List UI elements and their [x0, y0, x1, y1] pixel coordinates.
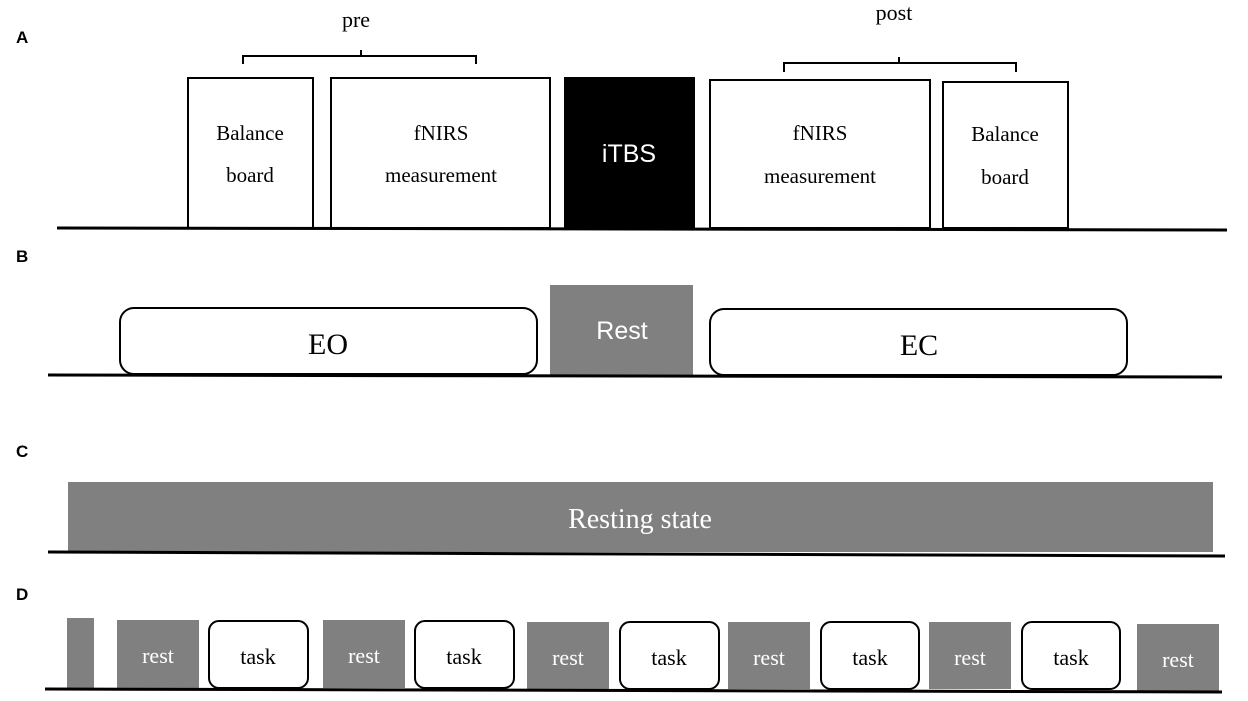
- task-block-3: [619, 621, 720, 690]
- balance-board-post-line1: Balance: [971, 122, 1039, 146]
- initial-rest-bar: [67, 618, 94, 688]
- ec-label: EC: [900, 329, 938, 362]
- balance-board-pre-line1: Balance: [216, 121, 284, 145]
- panel-d-letter: D: [16, 585, 28, 604]
- panel-b-letter: B: [16, 247, 28, 266]
- itbs-box: [564, 77, 695, 229]
- itbs-label: iTBS: [602, 140, 656, 168]
- rest-block-2-label: rest: [348, 643, 380, 668]
- task-block-4: [820, 621, 920, 690]
- balance-board-post-line2: board: [981, 165, 1029, 189]
- fnirs-post-line2: measurement: [764, 164, 876, 188]
- panel-c-letter: C: [16, 442, 28, 461]
- pre-brace: [242, 50, 477, 64]
- panel-a-letter: A: [16, 28, 28, 47]
- fnirs-pre-line2: measurement: [385, 163, 497, 187]
- rest-box-b: [550, 285, 693, 375]
- rest-block-5-label: rest: [954, 645, 986, 670]
- task-block-5-label: task: [1053, 645, 1088, 670]
- task-block-5: [1021, 621, 1121, 690]
- balance-board-post-box: [942, 81, 1069, 229]
- fnirs-pre-line1: fNIRS: [414, 121, 469, 145]
- rest-block-3-label: rest: [552, 645, 584, 670]
- pre-label: pre: [342, 7, 370, 32]
- task-block-1-label: task: [240, 644, 275, 669]
- panel-d-baseline: [44, 687, 1223, 694]
- task-block-3-label: task: [651, 645, 686, 670]
- rest-block-4: [728, 622, 810, 689]
- fnirs-post-line1: fNIRS: [793, 121, 848, 145]
- rest-label-b: Rest: [596, 317, 647, 345]
- resting-state-label: Resting state: [568, 504, 712, 535]
- rest-block-1: [117, 620, 199, 688]
- task-block-1: [208, 620, 309, 689]
- eo-label: EO: [308, 328, 348, 361]
- rest-block-6-label: rest: [1162, 647, 1194, 672]
- rest-block-1-label: rest: [142, 643, 174, 668]
- task-block-2: [414, 620, 515, 689]
- panel-a-baseline: [56, 226, 1228, 232]
- fnirs-post-box: [709, 79, 931, 229]
- rest-block-5: [929, 622, 1011, 689]
- rest-block-3: [527, 622, 609, 689]
- task-block-2-label: task: [446, 644, 481, 669]
- post-brace: [783, 57, 1017, 72]
- balance-board-pre-box: [187, 77, 314, 229]
- rest-block-6: [1137, 624, 1219, 691]
- panel-c-baseline: [47, 550, 1226, 558]
- resting-state-box: [68, 482, 1213, 552]
- fnirs-pre-box: [330, 77, 551, 229]
- rest-block-4-label: rest: [753, 645, 785, 670]
- balance-board-pre-line2: board: [226, 163, 274, 187]
- post-label: post: [876, 0, 913, 25]
- rest-block-2: [323, 620, 405, 688]
- task-block-4-label: task: [852, 645, 887, 670]
- panel-b-baseline: [47, 373, 1223, 379]
